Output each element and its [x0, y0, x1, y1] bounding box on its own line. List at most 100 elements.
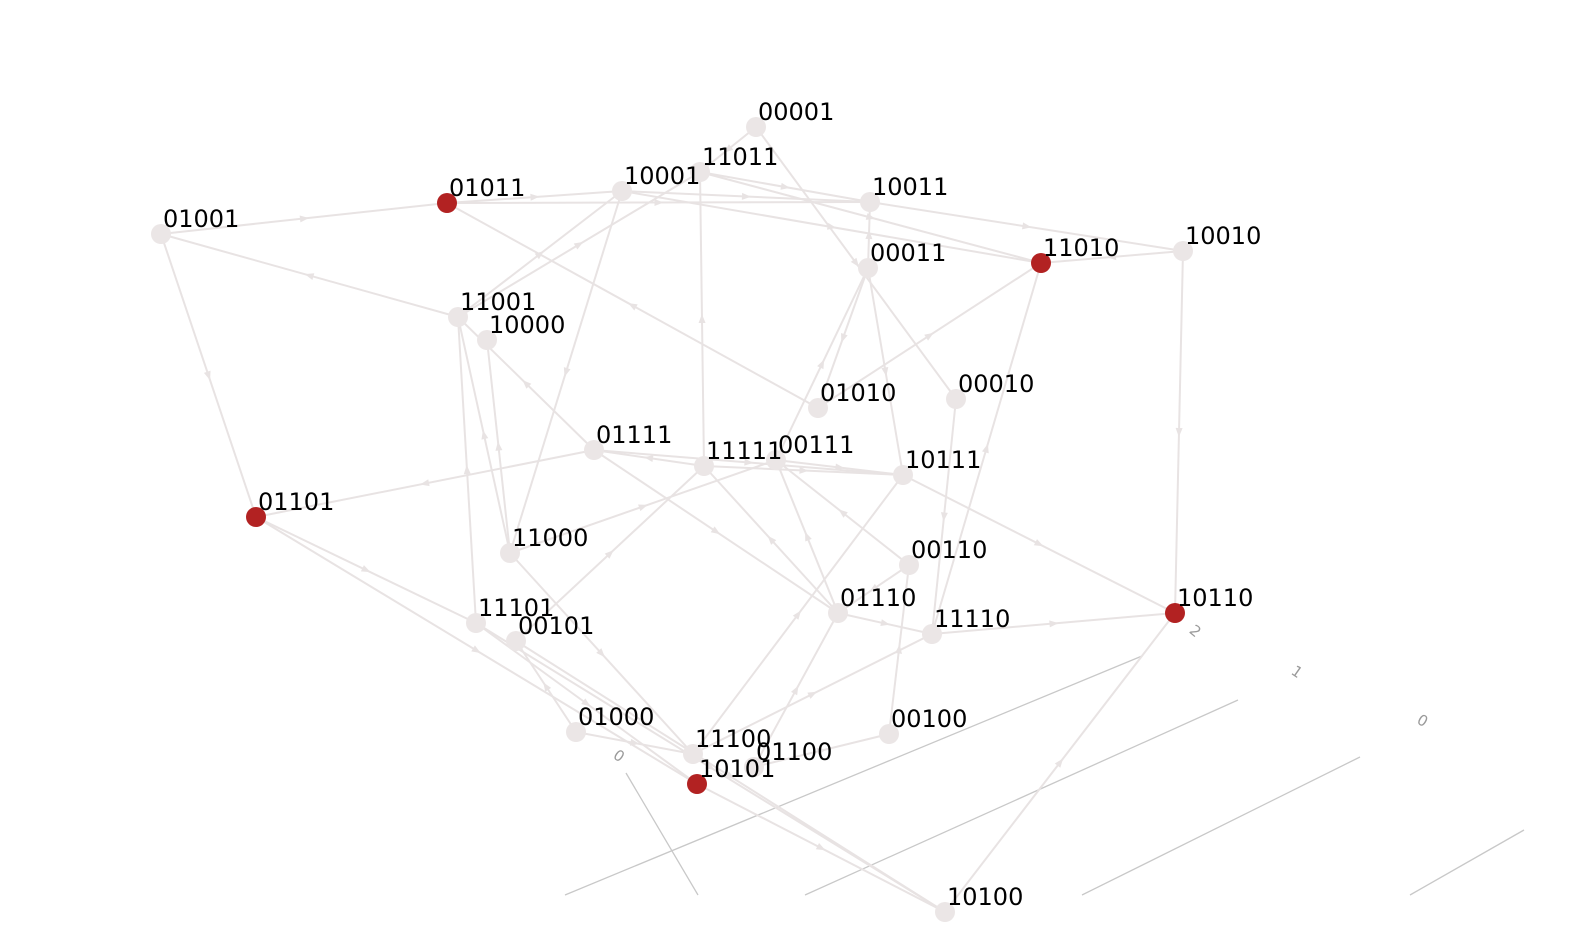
edge-arrow	[807, 691, 817, 699]
node-label-11011: 11011	[702, 143, 778, 171]
edge-arrow	[841, 333, 848, 343]
edges-layer	[160, 126, 1184, 913]
node-label-01111: 01111	[596, 421, 672, 449]
node-11110[interactable]	[922, 624, 942, 644]
node-10111[interactable]	[893, 465, 913, 485]
edge-arrow	[698, 314, 706, 324]
node-10000[interactable]	[477, 330, 497, 350]
edge-arrow	[463, 465, 471, 475]
edge-arrow	[791, 685, 799, 696]
edge-arrow	[604, 550, 614, 559]
axis-tick-label: 2	[1186, 621, 1205, 641]
node-00110[interactable]	[899, 555, 919, 575]
node-label-01011: 01011	[449, 174, 525, 202]
node-01001[interactable]	[151, 224, 171, 244]
edge-arrow	[530, 193, 540, 201]
node-label-00001: 00001	[758, 98, 834, 126]
node-00010[interactable]	[946, 389, 966, 409]
edge-arrow	[644, 455, 654, 463]
node-label-00101: 00101	[518, 612, 594, 640]
edge-arrow	[869, 583, 879, 592]
node-10101[interactable]	[687, 774, 707, 794]
node-10011[interactable]	[860, 192, 880, 212]
node-label-01001: 01001	[163, 205, 239, 233]
edge-arrow	[767, 535, 777, 545]
edge-arrow	[629, 738, 640, 746]
node-11011[interactable]	[690, 162, 710, 182]
node-01010[interactable]	[808, 398, 828, 418]
node-label-11100: 11100	[695, 725, 771, 753]
edge-arrow	[815, 843, 826, 851]
node-01011[interactable]	[437, 193, 457, 213]
node-label-11010: 11010	[1043, 234, 1119, 262]
node-label-10000: 10000	[489, 311, 565, 339]
node-label-00100: 00100	[891, 705, 967, 733]
node-label-11111: 11111	[706, 437, 782, 465]
edge-arrow	[710, 526, 721, 535]
node-label-01101: 01101	[258, 488, 334, 516]
edge-arrow	[203, 370, 211, 381]
axis-tick-label: 0	[610, 746, 628, 766]
edge-arrow	[481, 430, 489, 440]
edge-arrow	[360, 565, 371, 573]
edge-arrow	[1175, 427, 1183, 437]
node-label-11101: 11101	[478, 594, 554, 622]
node-label-10110: 10110	[1177, 584, 1253, 612]
node-00101[interactable]	[506, 631, 526, 651]
edge-arrow	[299, 215, 309, 223]
node-label-10011: 10011	[872, 173, 948, 201]
node-label-10100: 10100	[947, 883, 1023, 911]
edge-arrow	[471, 645, 481, 654]
node-label-10111: 10111	[905, 446, 981, 474]
edge-arrow	[982, 443, 989, 454]
node-01111[interactable]	[584, 440, 604, 460]
edge-arrow	[628, 303, 638, 311]
node-label-10010: 10010	[1185, 222, 1261, 250]
node-label-00111: 00111	[778, 431, 854, 459]
node-label-10001: 10001	[624, 162, 700, 190]
edge-arrow	[724, 144, 734, 153]
edge-arrow	[805, 531, 812, 542]
node-label-00110: 00110	[911, 536, 987, 564]
node-00011[interactable]	[858, 258, 878, 278]
node-label-11000: 11000	[512, 524, 588, 552]
edge-arrow	[304, 273, 315, 280]
nodes-layer	[151, 117, 1193, 922]
node-00100[interactable]	[879, 724, 899, 744]
node-11010[interactable]	[1031, 253, 1051, 273]
node-label-00011: 00011	[870, 239, 946, 267]
edge-arrow	[1054, 758, 1064, 768]
edge-arrow	[880, 619, 890, 627]
node-00111[interactable]	[766, 450, 786, 470]
edge-arrow	[495, 441, 503, 451]
node-label-11001: 11001	[460, 288, 536, 316]
node-01101[interactable]	[246, 507, 266, 527]
node-11001[interactable]	[448, 307, 468, 327]
edge-arrow	[543, 682, 552, 692]
edge-arrow	[744, 458, 754, 466]
edge-arrow	[850, 257, 859, 268]
node-01110[interactable]	[828, 603, 848, 623]
node-11111[interactable]	[694, 456, 714, 476]
edge-arrow	[1049, 620, 1059, 628]
node-10010[interactable]	[1173, 241, 1193, 261]
axis-line	[1081, 756, 1361, 896]
node-00001[interactable]	[746, 117, 766, 137]
node-01000[interactable]	[566, 722, 586, 742]
node-11100[interactable]	[683, 744, 703, 764]
node-10001[interactable]	[612, 181, 632, 201]
node-label-01010: 01010	[820, 379, 896, 407]
axis-line	[625, 772, 699, 896]
node-11000[interactable]	[500, 543, 520, 563]
node-label-10101: 10101	[699, 755, 775, 783]
node-11101[interactable]	[466, 613, 486, 633]
edge-arrow	[1033, 539, 1044, 547]
node-01100[interactable]	[744, 757, 764, 777]
node-10100[interactable]	[935, 902, 955, 922]
node-10110[interactable]	[1165, 603, 1185, 623]
edge-arrow	[725, 771, 735, 780]
edge-arrow	[1107, 253, 1117, 261]
edge-arrow	[573, 241, 584, 250]
edge-arrow	[924, 332, 934, 341]
